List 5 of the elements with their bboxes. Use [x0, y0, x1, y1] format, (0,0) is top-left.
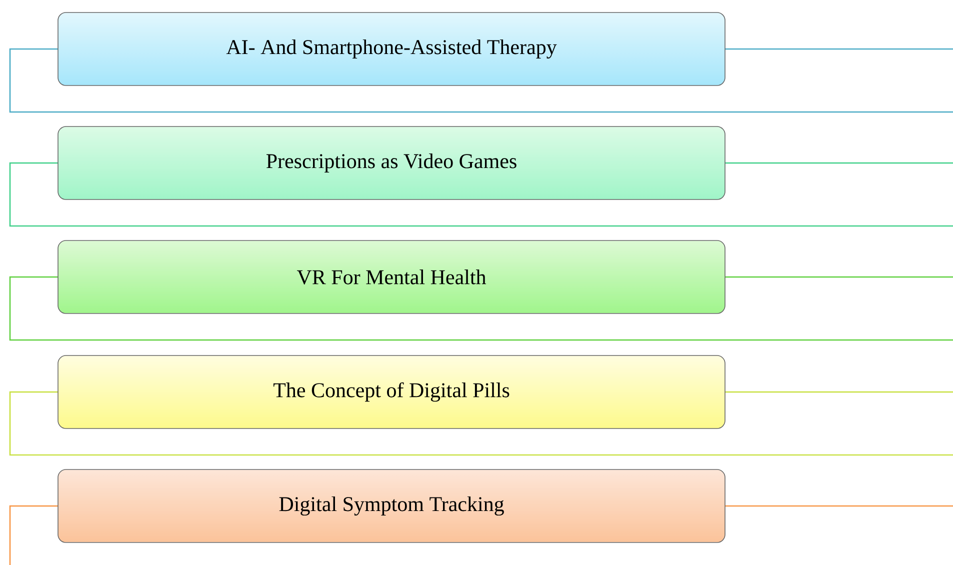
list-box: Digital Symptom Tracking	[58, 469, 726, 543]
list-box: The Concept of Digital Pills	[58, 355, 726, 429]
list-box: VR For Mental Health	[58, 240, 726, 314]
list-box: Prescriptions as Video Games	[58, 126, 726, 200]
list-box: AI- And Smartphone-Assisted Therapy	[58, 12, 726, 86]
